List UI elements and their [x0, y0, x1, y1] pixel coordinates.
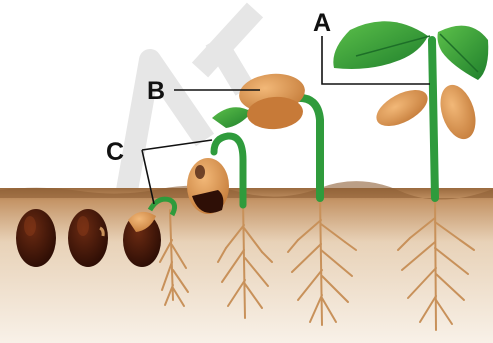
label-a: A [313, 9, 331, 37]
seed-stage-1 [16, 209, 56, 267]
label-c: C [106, 138, 124, 166]
label-b: B [147, 77, 165, 105]
soil [0, 181, 493, 343]
seed-stage-2 [68, 209, 108, 267]
